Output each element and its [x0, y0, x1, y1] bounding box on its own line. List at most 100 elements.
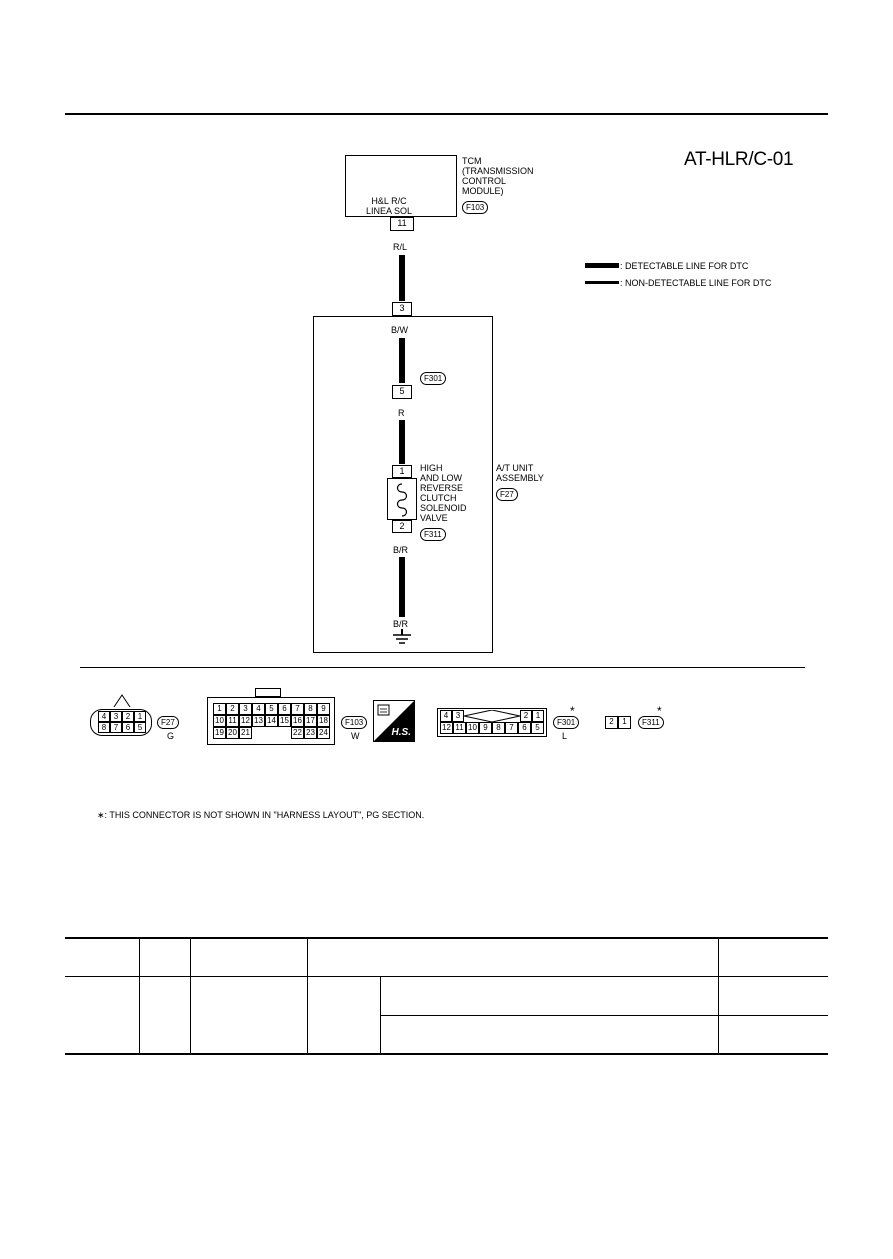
pin: 3: [452, 710, 464, 722]
wire-bw: [399, 338, 405, 383]
pin: 15: [278, 715, 291, 727]
footnote: ∗: THIS CONNECTOR IS NOT SHOWN IN "HARNE…: [97, 810, 425, 820]
table-col-1: [139, 937, 140, 1054]
pin: 1: [134, 711, 146, 722]
diagram-id: AT-HLR/C-01: [684, 149, 794, 170]
sub-connector-pin: 5: [392, 385, 412, 399]
pin: 18: [317, 715, 330, 727]
table-mid-rule: [380, 1015, 828, 1016]
connector-f301-key-icon: [464, 710, 520, 722]
pin: 22: [291, 727, 304, 739]
pin: 16: [291, 715, 304, 727]
pin: 11: [226, 715, 239, 727]
at-unit-top-pin: 3: [392, 302, 412, 316]
ground-icon: [393, 634, 411, 644]
wire-tcm-to-unit: [399, 255, 405, 301]
wire-label-br-2: B/R: [393, 619, 409, 629]
legend-non-detectable-text: : NON-DETECTABLE LINE FOR DTC: [620, 278, 772, 288]
wire-label-r: R: [398, 408, 405, 418]
pin: 3: [239, 703, 252, 715]
wire-label-rl: R/L: [393, 242, 408, 252]
hs-badge-text: H.S.: [391, 727, 411, 738]
pin: 8: [492, 722, 505, 734]
pin: 5: [134, 722, 146, 733]
pin: 7: [291, 703, 304, 715]
wire-label-bw: B/W: [391, 325, 408, 335]
solenoid-label: HIGH AND LOW REVERSE CLUTCH SOLENOID VAL…: [420, 463, 467, 523]
pin: 1: [532, 710, 544, 722]
top-rule: [65, 113, 828, 115]
connector-f103-color: W: [351, 731, 360, 741]
pin: 7: [505, 722, 518, 734]
table-col-5: [718, 937, 719, 1054]
table-col-2: [190, 937, 191, 1054]
solenoid-pin-2: 2: [392, 520, 412, 533]
connector-f301-color: L: [562, 731, 568, 741]
pin: 3: [110, 711, 122, 722]
pin: 19: [213, 727, 226, 739]
pin: 14: [265, 715, 278, 727]
pin: 6: [518, 722, 531, 734]
pin: 20: [226, 727, 239, 739]
connector-f301-body: [437, 708, 547, 737]
solenoid-pin-1: 1: [392, 465, 412, 478]
pin: 11: [453, 722, 466, 734]
pin: 9: [317, 703, 330, 715]
pin: 10: [466, 722, 479, 734]
pin: 1: [618, 716, 631, 729]
tcm-pin: 11: [390, 217, 414, 231]
pin: 8: [98, 722, 110, 733]
tcm-terminal-label: H&L R/C LINEA SOL: [366, 196, 413, 216]
pin: 4: [252, 703, 265, 715]
connector-f27-key-icon: [113, 694, 131, 708]
connector-f301-star: *: [570, 704, 575, 718]
connector-f103-badge: F103: [341, 716, 368, 729]
pin: 21: [239, 727, 252, 739]
pin: 13: [252, 715, 265, 727]
tcm-connector-badge: F103: [462, 201, 489, 214]
pin: 10: [213, 715, 226, 727]
pin: 23: [304, 727, 317, 739]
pin: 2: [520, 710, 532, 722]
table-col-4: [380, 976, 381, 1054]
pin: 8: [304, 703, 317, 715]
solenoid-connector-badge: F311: [420, 528, 446, 541]
connector-f311-badge: F311: [638, 716, 664, 729]
solenoid-coil-icon: [396, 483, 408, 517]
pin: 12: [440, 722, 453, 734]
pin: 2: [122, 711, 134, 722]
hs-badge-icon: H.S.: [373, 700, 415, 742]
connector-f103-key: [255, 688, 281, 697]
pin: 24: [317, 727, 330, 739]
legend-detectable-line: [585, 263, 619, 268]
pin: 12: [239, 715, 252, 727]
section-divider: [80, 667, 805, 668]
pin: 7: [110, 722, 122, 733]
table-bottom-rule: [65, 1053, 828, 1055]
wire-br: [399, 557, 405, 617]
at-unit-box: [313, 316, 493, 653]
connector-f27-color: G: [167, 731, 175, 741]
ground-stub: [401, 629, 403, 635]
sub-connector-badge: F301: [420, 372, 447, 385]
legend-non-detectable-line: [585, 281, 619, 284]
pin: 2: [226, 703, 239, 715]
pin: 4: [98, 711, 110, 722]
connector-f27-badge: F27: [157, 716, 179, 729]
tcm-box: [345, 155, 457, 217]
table-col-3: [307, 937, 308, 1054]
pin: 2: [605, 716, 618, 729]
pin: 1: [213, 703, 226, 715]
table-header-rule: [65, 976, 828, 977]
pin: 6: [122, 722, 134, 733]
connector-f311-star: *: [657, 704, 662, 718]
legend-detectable-text: : DETECTABLE LINE FOR DTC: [620, 261, 749, 271]
pin: 6: [278, 703, 291, 715]
table-top-rule: [65, 937, 828, 939]
connector-f301-badge: F301: [553, 716, 580, 729]
solenoid-body: [387, 478, 417, 520]
at-unit-label: A/T UNIT ASSEMBLY: [496, 463, 544, 483]
connector-f103-body: [207, 697, 335, 745]
wire-r: [399, 420, 405, 464]
pin: 17: [304, 715, 317, 727]
